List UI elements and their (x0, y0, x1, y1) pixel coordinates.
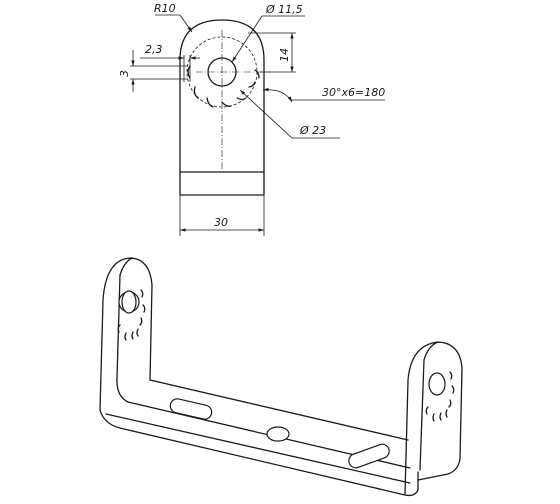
right-slots (425, 371, 455, 422)
front-view: R10 Ø 11,5 14 2,3 3 30°x6=180 Ø 23 (118, 2, 385, 236)
slot-set (187, 65, 260, 108)
right-hole (428, 372, 446, 396)
base-slot-left (169, 398, 213, 420)
isometric-view (99, 257, 463, 497)
width-label: 30 (214, 216, 228, 229)
base-center-hole (266, 426, 290, 442)
bracket-outline (179, 19, 265, 196)
right-upright (404, 341, 463, 496)
height-label: 14 (278, 48, 291, 62)
left-slots (117, 289, 146, 341)
base-slot-right (348, 443, 390, 469)
hole-diameter-label: Ø 11,5 (265, 3, 303, 16)
radius-label: R10 (154, 2, 176, 15)
slot-width-label: 2,3 (145, 43, 163, 56)
angle-label: 30°x6=180 (322, 86, 385, 99)
slot-height-label: 3 (118, 70, 131, 77)
bolt-circle-label: Ø 23 (299, 124, 326, 137)
